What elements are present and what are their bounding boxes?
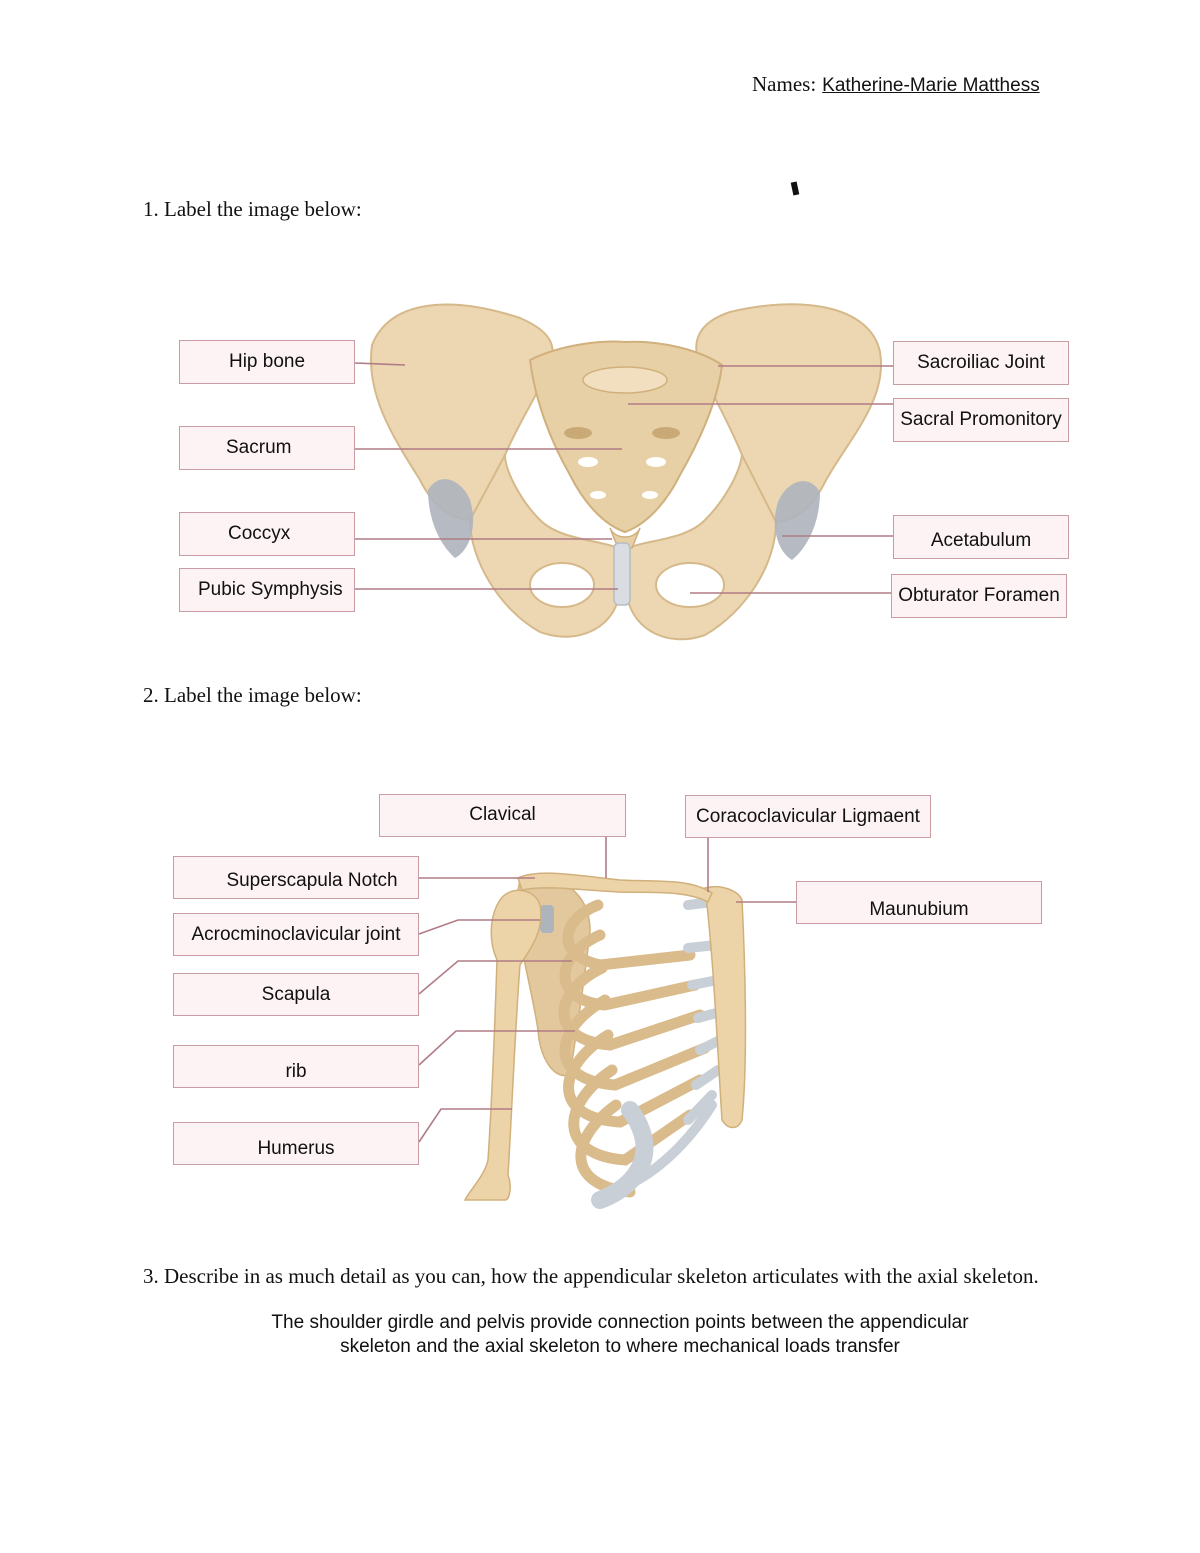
question-3: 3. Describe in as much detail as you can… — [143, 1264, 1039, 1288]
pelvis-illustration — [370, 303, 883, 641]
pubic-symphysis — [613, 542, 631, 606]
label-acetabulum: Acetabulum — [893, 515, 1069, 559]
humerus — [463, 889, 542, 1201]
answer-text: The shoulder girdle and pelvis provide c… — [271, 1312, 969, 1357]
label-superscapula-notch: Superscapula Notch — [173, 856, 419, 899]
label-manubrium: Maunubium — [796, 881, 1042, 924]
manubrium — [704, 886, 747, 1129]
question-2: 2. Label the image below: — [143, 683, 362, 707]
label-sacroiliac-joint: Sacroiliac Joint — [893, 341, 1069, 385]
label-scapula: Scapula — [173, 973, 419, 1016]
label-sacrum: Sacrum — [179, 426, 355, 470]
label-clavical: Clavical — [379, 794, 626, 837]
label-sacral-promontory: Sacral Promonitory — [893, 398, 1069, 442]
left-obturator-foramen — [529, 562, 595, 608]
names-value: Katherine-Marie Matthess — [822, 75, 1040, 96]
label-hip-bone: Hip bone — [179, 340, 355, 384]
clavicle — [517, 872, 713, 904]
ac-joint — [540, 905, 554, 933]
label-obturator-foramen: Obturator Foramen — [891, 574, 1067, 618]
question-1: 1. Label the image below: — [143, 197, 362, 221]
sacral-promontory — [582, 366, 668, 394]
label-rib: rib — [173, 1045, 419, 1088]
names-line: Names:Katherine-Marie Matthess — [752, 72, 1040, 97]
names-label: Names: — [752, 72, 817, 96]
label-humerus: Humerus — [173, 1122, 419, 1165]
pelvis-leader-lines — [354, 362, 893, 594]
right-acetabulum — [774, 481, 820, 560]
label-pubic-symphysis: Pubic Symphysis — [179, 568, 355, 612]
label-acromioclavicular: Acrocminoclavicular joint — [173, 913, 419, 956]
label-coccyx: Coccyx — [179, 512, 355, 556]
sacrum — [528, 340, 724, 534]
shoulder-illustration — [463, 872, 747, 1209]
shoulder-leader-lines — [418, 837, 796, 1143]
label-coracoclavicular: Coracoclavicular Ligmaent — [685, 795, 931, 838]
right-obturator-foramen — [655, 562, 725, 608]
